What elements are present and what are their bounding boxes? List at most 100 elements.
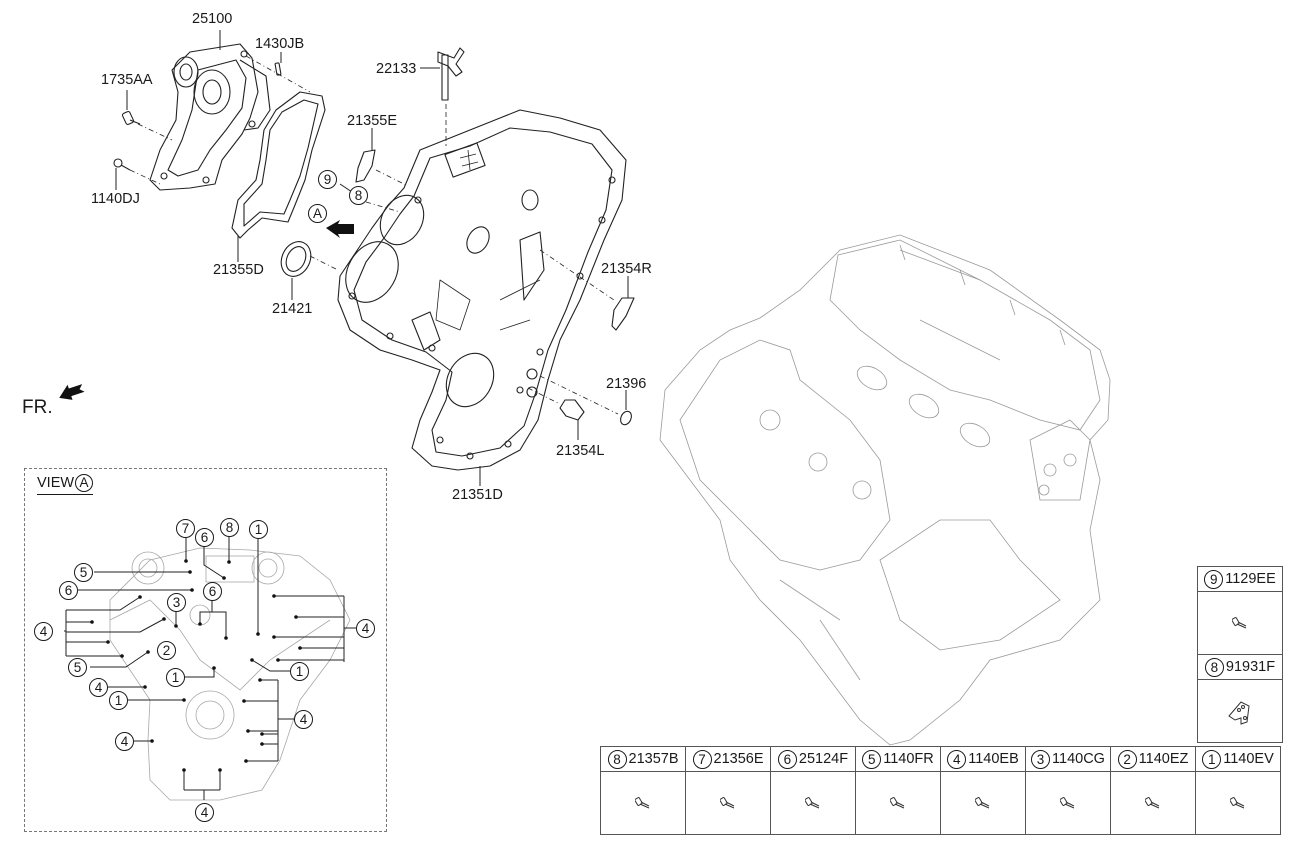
view-a-panel (24, 468, 387, 832)
view-a-callout-1[interactable]: 1 (166, 668, 185, 687)
view-a-callout-5[interactable]: 5 (74, 563, 93, 582)
bolt-icon (720, 797, 735, 809)
view-a-callout-7[interactable]: 7 (176, 519, 195, 538)
part-label-1735aa[interactable]: 1735AA (101, 72, 153, 88)
view-a-title-text: VIEW (37, 475, 75, 491)
engine-block-drawing (659, 234, 1111, 746)
bolt-icon (805, 797, 820, 809)
part-label-21354l[interactable]: 21354L (556, 443, 605, 459)
fastener-part-number: 1129EE (1225, 571, 1276, 587)
oil-seal-drawing (280, 241, 339, 300)
part-label-25100[interactable]: 25100 (192, 11, 233, 27)
view-a-callout-4[interactable]: 4 (89, 678, 108, 697)
view-a-callout-1[interactable]: 1 (249, 520, 268, 539)
part-label-21355e[interactable]: 21355E (347, 113, 397, 129)
bolt-1140dj-drawing (113, 158, 161, 190)
water-pump-drawing (149, 30, 271, 191)
part-label-21396[interactable]: 21396 (606, 376, 647, 392)
gasket-21354l-drawing (527, 387, 585, 440)
front-label: FR. (22, 397, 53, 418)
bracket-icon (1228, 701, 1250, 725)
view-a-callout-5[interactable]: 5 (68, 658, 87, 677)
fastener-part-number: 1140EV (1223, 751, 1274, 767)
fastener-ref: 1 (1202, 749, 1222, 769)
part-label-21421[interactable]: 21421 (272, 301, 313, 317)
fastener-ref: 7 (692, 749, 712, 769)
front-direction-arrow-icon (59, 384, 85, 400)
bolt-icon (1232, 617, 1247, 629)
fastener-part-number: 1140EZ (1138, 751, 1189, 767)
fastener-ref: 6 (777, 749, 797, 769)
part-label-22133[interactable]: 22133 (376, 61, 417, 77)
fastener-cell[interactable]: 9 1129EE (1197, 566, 1283, 592)
bolt-icon (1230, 797, 1245, 809)
water-pump-gasket-drawing (231, 91, 326, 262)
timing-chain-cover-drawing (326, 109, 627, 486)
view-a-callout-6[interactable]: 6 (195, 528, 214, 547)
o-ring-drawing (539, 375, 632, 426)
bolt-icon (890, 797, 905, 809)
view-a-callout-6[interactable]: 6 (59, 581, 78, 600)
view-a-callout-1[interactable]: 1 (290, 662, 309, 681)
view-a-callout-8[interactable]: 8 (220, 518, 239, 537)
fastener-part-number: 1140FR (883, 751, 934, 767)
dowel-pin-drawing (245, 52, 311, 93)
bolt-icon (975, 797, 990, 809)
view-a-callout-4[interactable]: 4 (115, 732, 134, 751)
fastener-part-number: 91931F (1225, 659, 1276, 675)
fastener-ref: 8 (1204, 657, 1224, 677)
fastener-ref: 2 (1117, 749, 1137, 769)
fastener-ref: 8 (607, 749, 627, 769)
view-a-callout-2[interactable]: 2 (157, 641, 176, 660)
view-a-callout-4[interactable]: 4 (195, 803, 214, 822)
view-a-marker[interactable]: A (308, 204, 327, 223)
callout-8[interactable]: 8 (349, 186, 368, 205)
fastener-part-number: 21357B (628, 751, 679, 767)
part-label-21355d[interactable]: 21355D (213, 262, 264, 278)
part-label-1430jb[interactable]: 1430JB (255, 36, 305, 52)
fastener-part-number: 1140CG (1052, 751, 1105, 767)
fitting-pipe-drawing (420, 47, 465, 146)
view-a-callout-6[interactable]: 6 (203, 582, 222, 601)
view-a-callout-3[interactable]: 3 (167, 593, 186, 612)
fastener-part-number: 1140EB (968, 751, 1019, 767)
fastener-part-number: 25124F (798, 751, 849, 767)
part-label-1140dj[interactable]: 1140DJ (91, 191, 140, 207)
fastener-cell[interactable]: 8 91931F (1197, 654, 1283, 680)
fastener-table-side: 9 1129EE 8 91931F (1197, 566, 1283, 743)
fastener-ref: 9 (1204, 569, 1224, 589)
fastener-part-number: 21356E (713, 751, 764, 767)
view-a-callout-4[interactable]: 4 (294, 710, 313, 729)
bolt-icon (1060, 797, 1075, 809)
view-a-callout-1[interactable]: 1 (109, 691, 128, 710)
view-a-callout-4[interactable]: 4 (34, 622, 53, 641)
fastener-header: 9 1129EE (1198, 567, 1282, 591)
callout-9[interactable]: 9 (318, 170, 337, 189)
view-a-title-marker: A (75, 474, 94, 492)
part-label-21354r[interactable]: 21354R (601, 261, 652, 277)
view-a-arrow-icon (326, 220, 354, 238)
bolt-1735aa-drawing (121, 90, 173, 141)
bolt-icon (1145, 797, 1160, 809)
fastener-ref: 3 (1031, 749, 1051, 769)
view-a-callout-4[interactable]: 4 (356, 619, 375, 638)
bolt-icon (635, 797, 650, 809)
part-label-21351d[interactable]: 21351D (452, 487, 503, 503)
fastener-header: 8 91931F (1198, 655, 1282, 679)
fastener-icon-row (600, 771, 1281, 835)
view-a-title: VIEW A (37, 474, 94, 495)
fastener-ref: 5 (862, 749, 882, 769)
fastener-ref: 4 (947, 749, 967, 769)
